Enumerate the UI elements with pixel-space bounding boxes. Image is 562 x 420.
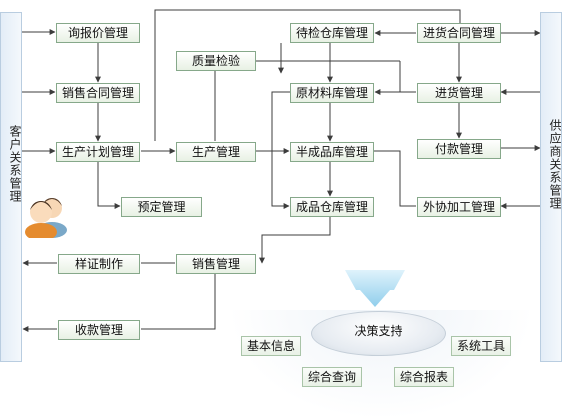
decision-support-label[interactable]: 决策支持 <box>354 324 403 338</box>
finished-goods-warehouse-node[interactable]: 成品仓库管理 <box>290 197 374 217</box>
line-plan-reservation <box>97 161 121 209</box>
customer-relationship-sidebar[interactable]: 客户关系管理 <box>0 12 22 362</box>
composite-query-button[interactable]: 综合查询 <box>302 367 362 387</box>
sample-making-node[interactable]: 样证制作 <box>58 254 140 274</box>
composite-report-button[interactable]: 综合报表 <box>394 367 454 387</box>
line-semi-outsource <box>372 150 416 207</box>
outsourcing-processing-node[interactable]: 外协加工管理 <box>417 197 501 217</box>
production-management-node[interactable]: 生产管理 <box>176 142 256 162</box>
customer-people-icon <box>25 198 67 238</box>
raw-material-warehouse-node[interactable]: 原材料库管理 <box>290 83 374 103</box>
decision-support-ellipse <box>311 311 446 356</box>
system-tools-button[interactable]: 系统工具 <box>451 336 511 356</box>
line-top-bus <box>154 9 461 141</box>
line-left-bus-finished <box>271 151 290 209</box>
supplier-relationship-sidebar[interactable]: 供应商关系管理 <box>540 12 562 362</box>
pending-inspection-warehouse-node[interactable]: 待检仓库管理 <box>290 23 374 43</box>
basic-info-button[interactable]: 基本信息 <box>241 336 301 356</box>
quality-inspection-node[interactable]: 质量检验 <box>176 51 256 71</box>
production-plan-management-node[interactable]: 生产计划管理 <box>56 142 140 162</box>
funnel-arrow <box>345 270 405 307</box>
inquiry-management-node[interactable]: 询报价管理 <box>56 23 140 43</box>
line-sales-receivables <box>141 273 216 330</box>
reservation-management-node[interactable]: 预定管理 <box>121 197 202 217</box>
purchase-contract-management-node[interactable]: 进货合同管理 <box>417 23 501 43</box>
line-finished-sales <box>259 216 331 264</box>
supplier-relationship-label: 供应商关系管理 <box>548 119 562 210</box>
sales-contract-management-node[interactable]: 销售合同管理 <box>56 83 140 103</box>
line-raw-production <box>271 91 291 151</box>
receivables-management-node[interactable]: 收款管理 <box>58 320 140 340</box>
customer-relationship-label: 客户关系管理 <box>8 125 22 203</box>
semi-finished-warehouse-node[interactable]: 半成品库管理 <box>290 142 374 162</box>
purchase-management-node[interactable]: 进货管理 <box>417 83 501 103</box>
payment-management-node[interactable]: 付款管理 <box>417 139 501 159</box>
sales-management-node[interactable]: 销售管理 <box>176 254 256 274</box>
